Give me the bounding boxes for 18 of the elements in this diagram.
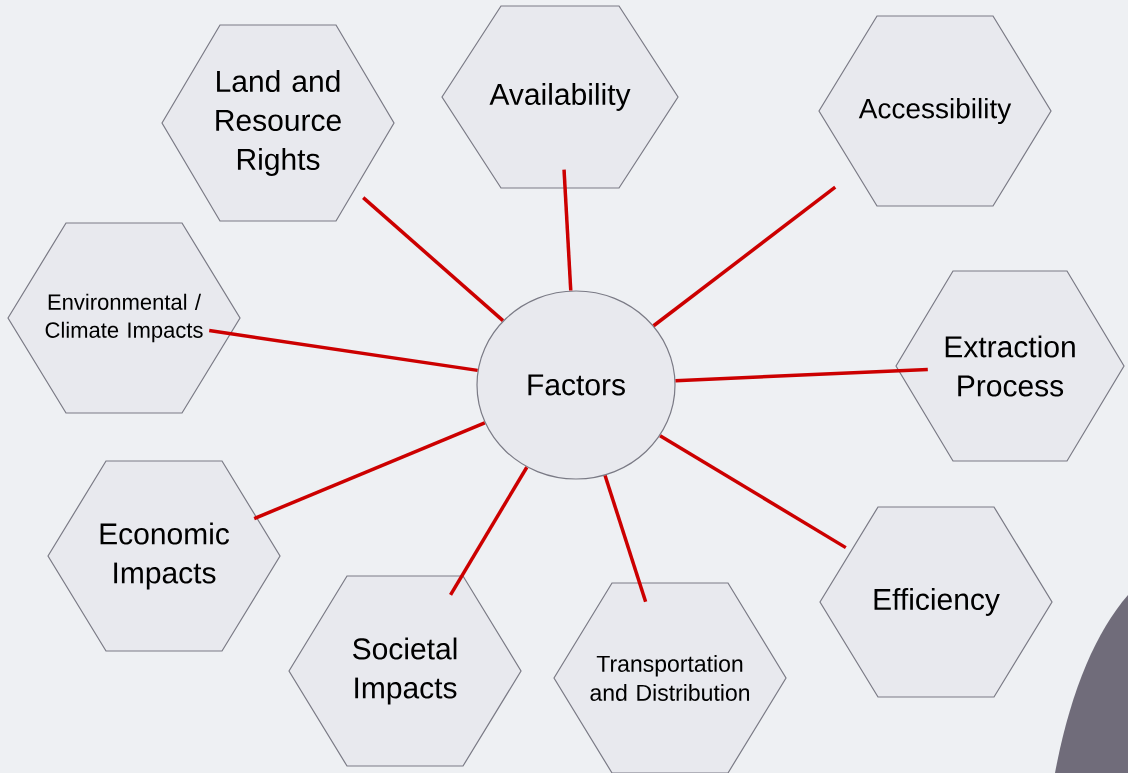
hexagon-box: Extraction Process <box>895 270 1125 462</box>
connector-line <box>562 169 573 291</box>
hexagon-box: Societal Impacts <box>288 575 522 767</box>
connector-line <box>652 185 837 328</box>
hexagon-box: Environmental / Climate Impacts <box>7 222 241 414</box>
hexagon-box: Land and Resource Rights <box>161 24 395 222</box>
connector-line <box>449 466 529 596</box>
hexagon-box: Economic Impacts <box>47 460 281 652</box>
connector-line <box>208 328 478 373</box>
hexagon-box: Transportation and Distribution <box>553 582 787 773</box>
connector-line <box>253 421 486 521</box>
connector-line <box>362 196 505 322</box>
hexagon-box: Accessibility <box>818 15 1052 207</box>
hexagon-box: Efficiency <box>819 506 1053 698</box>
hexagon-box: Availability <box>441 5 679 189</box>
connector-line <box>603 474 648 603</box>
connector-line <box>659 434 847 550</box>
connector-line <box>675 367 928 383</box>
